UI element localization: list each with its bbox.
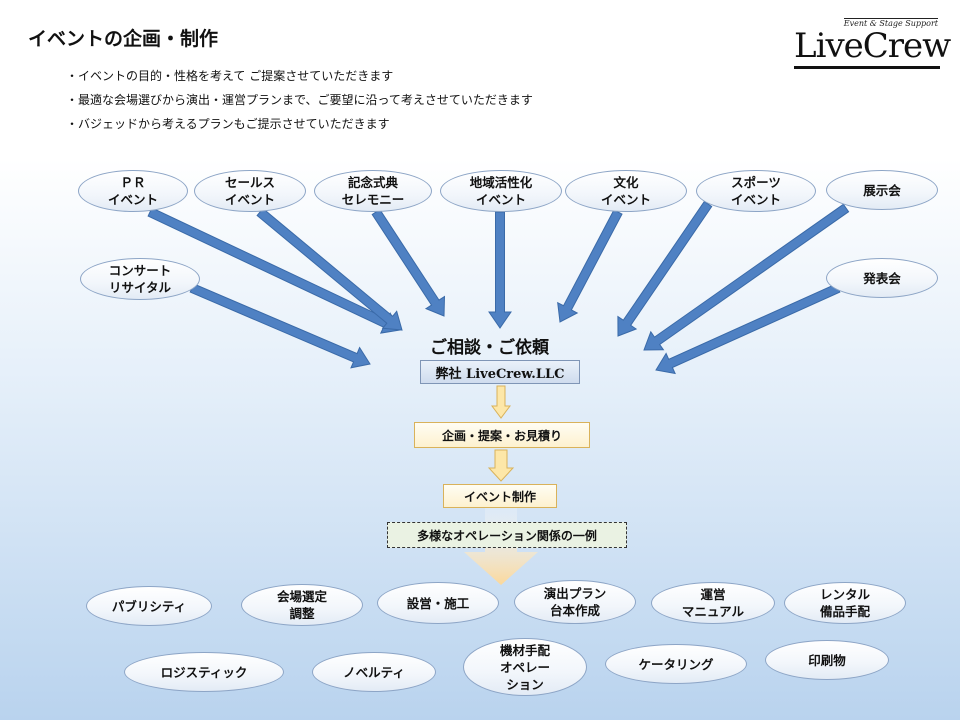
event-type-sports: スポーツ イベント	[696, 170, 816, 212]
event-arrow	[643, 203, 850, 351]
bullet-item: ・最適な会場選びから演出・運営プランまで、ご要望に沿って考えさせていただきます	[66, 93, 533, 107]
op-direction-plan: 演出プラン 台本作成	[514, 580, 636, 624]
op-novelty: ノベルティ	[312, 652, 436, 692]
event-arrow	[655, 283, 841, 375]
event-arrow	[557, 209, 623, 323]
bullet-item: ・バジェッドから考えるプランもご提示させていただきます	[66, 117, 390, 131]
event-arrow	[488, 211, 512, 329]
event-type-regional: 地域活性化 イベント	[440, 170, 562, 212]
op-publicity: パブリシティ	[86, 586, 212, 626]
company-box: 弊社 LiveCrew.LLC	[420, 360, 580, 384]
hub-label: ご相談・ご依頼	[430, 338, 549, 358]
down-arrow-2	[487, 449, 515, 482]
op-manual: 運営 マニュアル	[651, 582, 775, 624]
op-equipment: 機材手配 オペレー ション	[463, 638, 587, 696]
event-type-exhibition: 展示会	[826, 170, 938, 210]
op-catering: ケータリング	[605, 644, 747, 684]
event-arrow	[189, 283, 371, 369]
page-title: イベントの企画・制作	[28, 28, 219, 50]
operations-caption: 多様なオペレーション関係の一例	[387, 522, 627, 548]
op-printing: 印刷物	[765, 640, 889, 680]
op-logistics: ロジスティック	[124, 652, 284, 692]
op-rental: レンタル 備品手配	[784, 582, 906, 624]
op-venue: 会場選定 調整	[241, 584, 363, 626]
event-type-pr: ＰＲ イベント	[78, 170, 188, 212]
event-type-sales: セールス イベント	[194, 170, 306, 212]
bullet-item: ・イベントの目的・性格を考えて ご提案させていただきます	[66, 69, 394, 83]
livecrew-logo: Event & Stage Support LiveCrew	[794, 18, 951, 70]
event-type-ceremony: 記念式典 セレモニー	[314, 170, 432, 212]
event-type-culture: 文化 イベント	[565, 170, 687, 212]
logo-subtitle: Event & Stage Support	[843, 18, 938, 28]
logo-underline	[794, 66, 940, 69]
event-arrow	[371, 208, 446, 317]
step-planning: 企画・提案・お見積り	[414, 422, 590, 448]
event-to-hub-arrows	[147, 200, 850, 375]
down-arrow-1	[491, 385, 511, 419]
event-arrow	[617, 200, 713, 337]
op-construction: 設営・施工	[377, 582, 499, 624]
intro-bullets: ・イベントの目的・性格を考えて ご提案させていただきます ・最適な会場選びから演…	[66, 66, 533, 138]
event-type-concert: コンサート リサイタル	[80, 258, 200, 300]
logo-wordmark: LiveCrew	[794, 26, 951, 66]
step-production: イベント制作	[443, 484, 557, 508]
event-type-presentation: 発表会	[826, 258, 938, 298]
event-arrow	[256, 207, 403, 331]
